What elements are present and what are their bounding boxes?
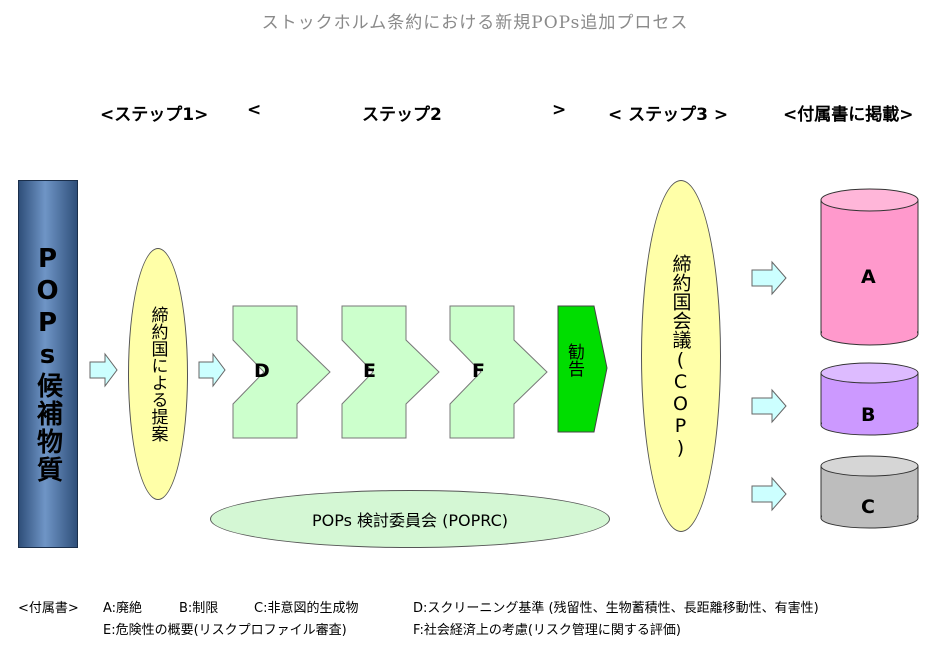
screening-e-label: E [363,360,376,382]
cop-ellipse: 締約国会議(COP) [641,180,721,532]
step3-header: < ステップ3 > [608,105,729,125]
annex-a-label: A [861,266,876,288]
annex-cylinder-b [820,362,919,436]
flow-arrow-1 [89,352,118,388]
proposal-ellipse: 締約国による提案 [128,248,188,500]
legend-e: E:危険性の概要(リスクプロファイル審査) [103,623,347,638]
step2-close-bracket: > [552,100,567,120]
legend-b: B:制限 [179,601,219,616]
legend-f: F:社会経済上の考慮(リスク管理に関する評価) [413,623,681,638]
flow-arrow-2 [198,352,226,388]
step2-open-bracket: < [247,100,262,120]
annex-arrow-c [751,476,787,512]
screening-box-f [449,305,548,439]
proposal-label: 締約国による提案 [147,306,168,442]
step2-header: ステップ2 [362,105,442,125]
poprc-label: POPs 検討委員会 (POPRC) [312,511,508,530]
annex-header: <付属書に掲載> [783,105,914,125]
page-title: ストックホルム条約における新規POPs追加プロセス [261,13,689,33]
legend-c: C:非意図的生成物 [254,601,359,616]
step1-header: <ステップ1> [100,105,209,125]
annex-c-label: C [861,496,875,518]
screening-box-d [232,305,331,439]
annex-arrow-a [751,260,787,296]
annex-arrow-b [751,388,787,424]
recommendation-arrow [557,305,608,433]
screening-box-e [341,305,440,439]
annex-cylinder-a [820,188,919,346]
poprc-ellipse: POPs 検討委員会 (POPRC) [210,490,610,548]
annex-b-label: B [861,404,876,426]
legend-d: D:スクリーニング基準 (残留性、生物蓄積性、長距離移動性、有害性) [413,601,819,616]
annex-cylinder-c [820,455,919,529]
recommendation-label: 勧告 [564,343,584,377]
screening-f-label: F [472,360,485,382]
cop-label: 締約国会議(COP) [669,253,692,459]
legend-a: A:廃絶 [103,601,143,616]
pops-candidates-box: POPs候補物質 [18,180,78,548]
screening-d-label: D [254,360,270,382]
pops-candidates-label: POPs候補物質 [32,244,63,484]
legend-title: <付属書> [18,601,79,616]
